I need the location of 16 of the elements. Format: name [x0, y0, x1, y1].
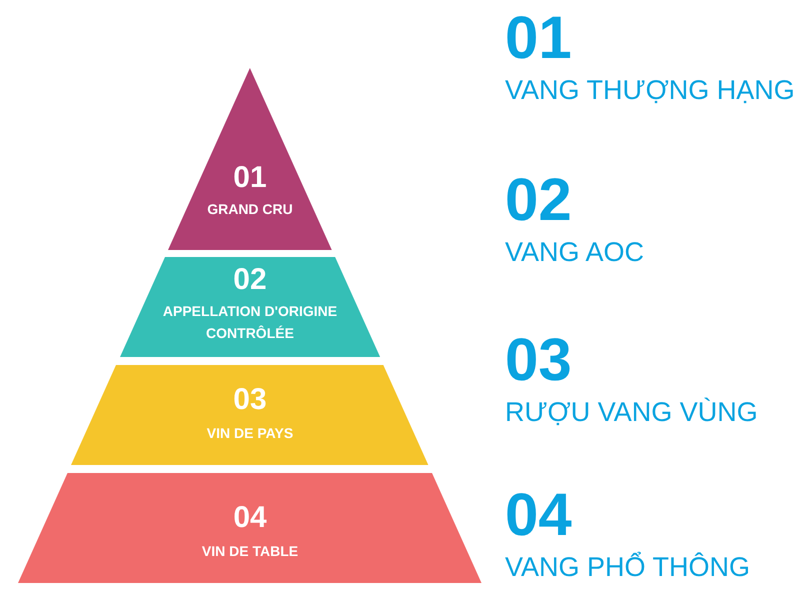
- tier-number: 04: [232, 500, 268, 536]
- level-title: RƯỢU VANG VÙNG: [505, 396, 758, 428]
- tier-label: VIN DE TABLE: [200, 542, 300, 561]
- tier-label: APPELLATION D'ORIGINE CONTRÔLÉE: [162, 302, 338, 343]
- level-title: VANG AOC: [505, 236, 644, 268]
- tier-number: 01: [232, 160, 268, 196]
- level-number: 02: [505, 170, 572, 230]
- level-title: VANG THƯỢNG HẠNG: [505, 74, 795, 106]
- level-number: 01: [505, 8, 572, 68]
- level-title: VANG PHỔ THÔNG: [505, 551, 750, 583]
- tier-number: 02: [232, 262, 268, 298]
- tier-label: VIN DE PAYS: [206, 424, 294, 443]
- level-number: 04: [505, 485, 572, 545]
- level-number: 03: [505, 330, 572, 390]
- tier-label: GRAND CRU: [206, 200, 294, 219]
- tier-number: 03: [232, 382, 268, 418]
